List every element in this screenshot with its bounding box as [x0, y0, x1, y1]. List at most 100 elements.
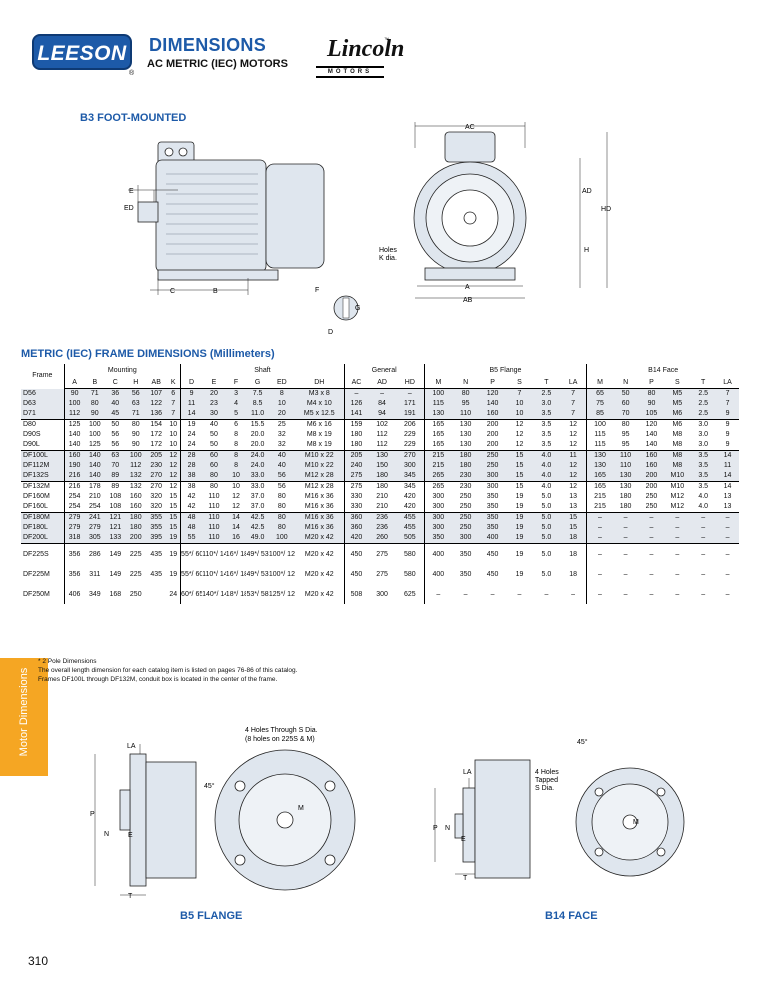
table-cell: –: [586, 564, 613, 584]
table-cell: 100*/ 125: [268, 570, 295, 578]
table-cell: 130: [452, 419, 480, 430]
table-cell: –: [638, 523, 665, 533]
table-cell: 24.0: [246, 461, 269, 471]
table-cell: 350: [486, 503, 499, 510]
table-cell: –: [690, 543, 717, 564]
table-cell: 9: [725, 431, 730, 438]
table-cell: 140*/ 140: [202, 590, 226, 598]
table-cell: 160: [638, 450, 665, 461]
b3-end-view-diagram: AC AD HD H A AB Holes K dia.: [379, 122, 611, 304]
b3-side-view-diagram: E ED C B F G D: [124, 141, 360, 336]
table-cell: 15: [506, 471, 533, 482]
table-cell: 250: [129, 590, 142, 598]
table-cell: 7: [716, 399, 739, 409]
table-cell: 12: [559, 461, 587, 471]
table-cell: 15: [559, 512, 587, 523]
table-cell: 265: [423, 471, 453, 482]
table-cell: 55*/ 60: [180, 543, 203, 564]
table-cell: 63: [105, 450, 126, 461]
table-cell: 24: [180, 430, 203, 440]
table-cell: 350: [479, 523, 506, 533]
table-cell: M20 x 42: [304, 570, 334, 578]
note-line: * 2 Pole Dimensions: [38, 658, 97, 665]
col-header: ED: [268, 377, 295, 389]
table-cell: M8: [664, 450, 691, 461]
table-cell: 350: [423, 533, 453, 544]
table-cell: 108: [109, 493, 122, 500]
table-cell: M5: [664, 388, 691, 399]
col-header: K: [166, 377, 181, 389]
table-cell: 3.5: [690, 450, 717, 461]
table-cell: 84: [368, 399, 397, 409]
table-cell: 300: [423, 523, 453, 533]
dim-ac-label: AC: [465, 124, 475, 131]
dim-ab-label: AB: [463, 297, 473, 304]
table-cell: 15: [559, 523, 587, 533]
table-cell: 355: [145, 523, 167, 533]
trademark-mark: ™: [384, 37, 389, 43]
table-cell: 270: [145, 481, 167, 492]
table-cell: 7: [559, 399, 587, 409]
table-cell: 40: [268, 450, 295, 461]
table-cell: M3 x 8: [294, 388, 345, 399]
table-cell: 455: [396, 523, 425, 533]
table-cell: 130: [459, 441, 472, 448]
table-cell: 580: [403, 570, 416, 578]
b14-face-diagram: LA P N E T M 45° 4 Holes Tapped S Dia.: [433, 738, 685, 882]
table-cell: 420: [403, 503, 416, 510]
table-cell: 8: [268, 388, 295, 399]
table-cell: 172: [150, 441, 163, 448]
table-cell: 275: [368, 543, 397, 564]
frame-cell: DF180M: [21, 512, 65, 523]
table-cell: –: [664, 533, 691, 544]
table-cell: 110: [612, 461, 639, 471]
table-cell: 400: [423, 543, 453, 564]
table-cell: 16*/ 18: [225, 543, 247, 564]
table-cell: 37.0: [250, 503, 265, 510]
table-cell: 8: [225, 450, 247, 461]
col-header: LA: [716, 377, 739, 389]
table-cell: 160: [129, 503, 142, 510]
table-cell: 15.5: [246, 419, 269, 430]
table-cell: 10: [166, 419, 181, 430]
table-cell: 4.0: [532, 481, 560, 492]
table-cell: 8.5: [246, 399, 269, 409]
table-cell: 50: [210, 431, 218, 438]
table-cell: 395: [145, 533, 167, 544]
table-cell: –: [690, 512, 717, 523]
table-cell: 90: [638, 399, 665, 409]
table-cell: 3.0: [698, 441, 709, 448]
table-cell: –: [664, 512, 691, 523]
table-cell: 19: [506, 523, 533, 533]
table-cell: 260: [368, 533, 397, 544]
table-cell: 350: [452, 543, 480, 564]
table-cell: –: [725, 570, 730, 578]
table-cell: 180: [452, 450, 480, 461]
table-cell: –: [675, 570, 680, 578]
note-line: Frames DF100L through DF132M, conduit bo…: [38, 676, 278, 683]
table-cell: 12: [232, 503, 240, 510]
table-cell: 115: [423, 399, 453, 409]
table-cell: –: [716, 533, 739, 544]
table-cell: M10: [664, 471, 691, 482]
table-cell: 33.0: [246, 481, 269, 492]
table-cell: 420: [403, 493, 416, 500]
table-cell: 311: [89, 570, 101, 578]
table-cell: 320: [150, 503, 163, 510]
table-cell: 132: [125, 471, 146, 482]
dim-ed-label: ED: [124, 205, 134, 212]
lincoln-motors-text: MOTORS: [316, 66, 384, 78]
table-cell: 133: [105, 533, 126, 544]
table-cell: 50: [210, 441, 218, 448]
table-cell: 3.0: [532, 399, 560, 409]
table-cell: 279: [84, 523, 106, 533]
table-cell: 229: [403, 441, 416, 448]
table-cell: –: [586, 533, 613, 544]
table-cell: 100: [88, 431, 101, 438]
table-cell: 3.5: [541, 431, 552, 438]
table-cell: 250: [452, 523, 480, 533]
